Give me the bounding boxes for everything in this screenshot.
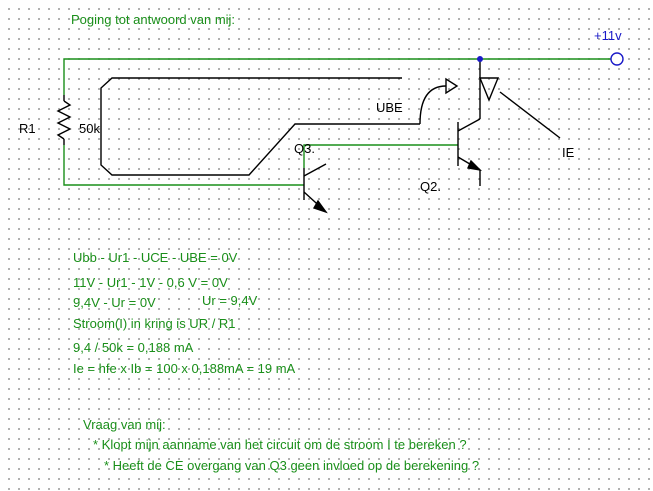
question-heading: Vraag van mij: (83, 417, 166, 432)
equation-line: Stroom(I) in kring is UR / R1 (73, 316, 236, 331)
junction-node (477, 56, 483, 62)
r1-value-label: 50k (79, 121, 100, 136)
q3-label: Q3. (294, 141, 315, 156)
supply-voltage-label: +11v (594, 28, 622, 43)
supply-rail-wire (63, 58, 617, 95)
question-line: * Heeft de CE overgang van Q3 geen invlo… (104, 458, 480, 473)
resistor-r1 (56, 95, 72, 145)
ube-label: UBE (376, 100, 403, 115)
output-terminal (610, 52, 624, 66)
current-loop-annotation (100, 77, 459, 176)
equation-line: 9,4 / 50k = 0,188 mA (73, 340, 194, 355)
r1-label: R1 (19, 121, 36, 136)
q3-collector-to-q2-base-wire (303, 144, 458, 168)
equation-line: Ubb - Ur1 - UCE - UBE = 0V (73, 250, 238, 265)
transistor-q3 (303, 163, 328, 214)
q2-label: Q2. (420, 179, 441, 194)
equation-aside: Ur = 9,4V (202, 293, 258, 308)
equation-line: Ie = hfe x Ib = 100 x 0,188mA = 19 mA (73, 361, 296, 376)
equation-line: 9,4V - Ur = 0V (73, 295, 156, 310)
current-arrow-icon (478, 59, 561, 139)
equation-line: 11V - Ur1 - 1V - 0,6 V = 0V (73, 275, 228, 290)
page-title: Poging tot antwoord van mij: (71, 12, 236, 27)
transistor-q2 (457, 100, 483, 186)
r1-to-q3-base-wire (63, 145, 304, 186)
question-line: * Klopt mijn aanname van het circuit om … (93, 437, 467, 452)
ie-label: IE (562, 145, 575, 160)
circuit-wires (63, 58, 617, 186)
